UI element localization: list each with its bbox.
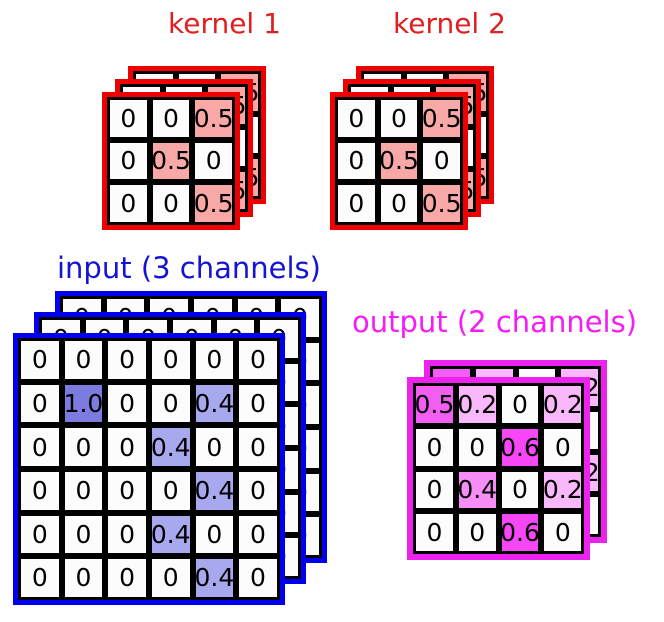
input-cell: 0 <box>236 425 280 469</box>
input-cell: 0 <box>18 556 62 600</box>
input-cell: 0 <box>236 468 280 513</box>
kernel1-cell: 0 <box>192 139 235 183</box>
input-cell: 0 <box>236 381 280 426</box>
input-cell: 1.0 <box>61 381 106 426</box>
output-cell: 0.2 <box>541 468 585 512</box>
kernel1-cell: 0.5 <box>192 182 235 225</box>
input-cell: 0 <box>105 556 149 600</box>
input-cell: 0.4 <box>192 381 237 426</box>
output-cell: 0.6 <box>498 511 542 555</box>
output-cell: 0.2 <box>541 383 585 426</box>
kernel1-cell: 0 <box>107 97 150 140</box>
output-cell: 0.5 <box>413 383 456 426</box>
output-cell: 0 <box>541 425 585 469</box>
input-cell: 0 <box>105 381 149 426</box>
output-cell: 0 <box>498 468 542 512</box>
input-cell: 0 <box>192 512 237 557</box>
input-cell: 0 <box>148 338 193 382</box>
output-cell: 0.2 <box>455 383 499 426</box>
kernel1-cell: 0 <box>107 139 150 183</box>
input-cell: 0 <box>18 512 62 557</box>
kernel1-cell: 0 <box>149 97 193 140</box>
input-cell: 0.4 <box>148 425 193 469</box>
input-cell: 0 <box>192 425 237 469</box>
input-cell: 0.4 <box>148 512 193 557</box>
kernel1-cell: 0.5 <box>149 139 193 183</box>
input-cell: 0 <box>192 338 237 382</box>
kernel2-cell: 0 <box>335 182 378 225</box>
kernel1-cell: 0 <box>149 182 193 225</box>
kernel1-cell: 0 <box>107 182 150 225</box>
input-cell: 0 <box>61 556 106 600</box>
input-cell: 0 <box>18 338 62 382</box>
output-cell: 0 <box>455 511 499 555</box>
output-cell: 0 <box>413 511 456 555</box>
input-cell: 0 <box>148 468 193 513</box>
input-cell: 0 <box>148 556 193 600</box>
kernel2-cell: 0.5 <box>420 182 463 225</box>
kernel2-cell: 0.5 <box>377 139 421 183</box>
kernel2-cell: 0 <box>377 182 421 225</box>
output-cell: 0 <box>413 425 456 469</box>
output-cell: 0 <box>413 468 456 512</box>
input-cell: 0 <box>236 338 280 382</box>
input-cell: 0 <box>236 512 280 557</box>
output-cell: 0 <box>455 425 499 469</box>
kernel2-cell: 0 <box>335 139 378 183</box>
input-cell: 0 <box>148 381 193 426</box>
input-cell: 0 <box>61 468 106 513</box>
input-cell: 0 <box>236 556 280 600</box>
input-cell: 0 <box>61 338 106 382</box>
output-cell: 0.6 <box>498 425 542 469</box>
input-cell: 0 <box>105 512 149 557</box>
input-cell: 0 <box>61 512 106 557</box>
output-cell: 0.4 <box>455 468 499 512</box>
input-cell: 0 <box>105 425 149 469</box>
kernel2-title: kernel 2 <box>393 7 506 40</box>
kernel1-title: kernel 1 <box>168 7 281 40</box>
output-title: output (2 channels) <box>352 305 638 339</box>
kernel2-cell: 0 <box>420 139 463 183</box>
input-cell: 0 <box>105 338 149 382</box>
input-cell: 0 <box>18 425 62 469</box>
input-cell: 0 <box>18 468 62 513</box>
kernel2-cell: 0 <box>335 97 378 140</box>
input-cell: 0 <box>105 468 149 513</box>
input-cell: 0 <box>61 425 106 469</box>
input-title: input (3 channels) <box>57 251 321 285</box>
output-cell: 0 <box>541 511 585 555</box>
input-cell: 0.4 <box>192 468 237 513</box>
kernel2-cell: 0 <box>377 97 421 140</box>
input-cell: 0.4 <box>192 556 237 600</box>
kernel1-cell: 0.5 <box>192 97 235 140</box>
input-cell: 0 <box>18 381 62 426</box>
output-cell: 0 <box>498 383 542 426</box>
kernel2-cell: 0.5 <box>420 97 463 140</box>
